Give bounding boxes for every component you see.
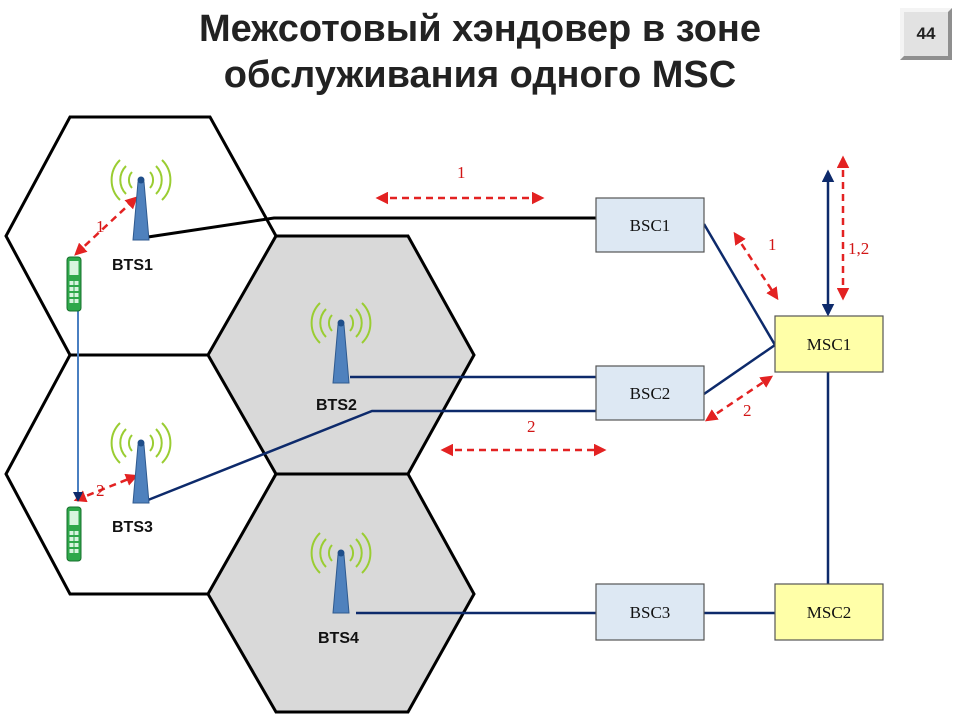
handover-step-label: 1 — [457, 163, 466, 182]
handover-arrow-bsc1-msc1 — [733, 231, 779, 301]
bsc1-box: BSC1 — [595, 197, 705, 253]
link-bts3-bsc2 — [147, 409, 596, 502]
title-line-2: обслуживания одного MSC — [223, 54, 737, 96]
bts1-label: BTS1 — [112, 257, 153, 274]
handover-arrow-bts3-phone — [73, 473, 139, 503]
bts2-label: BTS2 — [316, 397, 357, 414]
page-number-badge: 44 — [900, 8, 952, 60]
bsc2-box: BSC2 — [595, 365, 705, 421]
handover-step-label: 2 — [743, 401, 752, 420]
bts4-label: BTS4 — [318, 630, 359, 647]
handover-step-label: 2 — [527, 417, 536, 436]
bsc1-label: BSC1 — [630, 216, 671, 235]
msc2-box: MSC2 — [774, 583, 884, 641]
link-bsc2-msc1 — [703, 343, 776, 396]
title-line-1: Межсотовый хэндовер в зоне — [198, 8, 761, 50]
mobile-phone-icon — [66, 506, 82, 562]
handover-step-label: 1,2 — [848, 239, 869, 258]
msc1-box: MSC1 — [774, 315, 884, 373]
handover-arrow-bsc2-msc1 — [704, 375, 774, 422]
bsc2-label: BSC2 — [630, 384, 671, 403]
bsc3-label: BSC3 — [630, 603, 671, 622]
page-number: 44 — [916, 24, 936, 43]
link-bsc1-msc1 — [702, 223, 777, 346]
handover-arrow-bts1-phone — [74, 196, 138, 256]
handover-step-label: 1 — [768, 235, 777, 254]
bsc3-box: BSC3 — [595, 583, 705, 641]
msc1-label: MSC1 — [807, 335, 851, 354]
handover-step-label: 1 — [96, 217, 105, 236]
msc2-label: MSC2 — [807, 603, 851, 622]
mobile-phone-icon — [66, 256, 82, 312]
handover-step-label: 2 — [96, 481, 105, 500]
link-bts1-bsc1 — [147, 216, 596, 239]
bts3-label: BTS3 — [112, 519, 153, 536]
slide-title: Межсотовый хэндовер в зоне обслуживания … — [90, 6, 870, 98]
